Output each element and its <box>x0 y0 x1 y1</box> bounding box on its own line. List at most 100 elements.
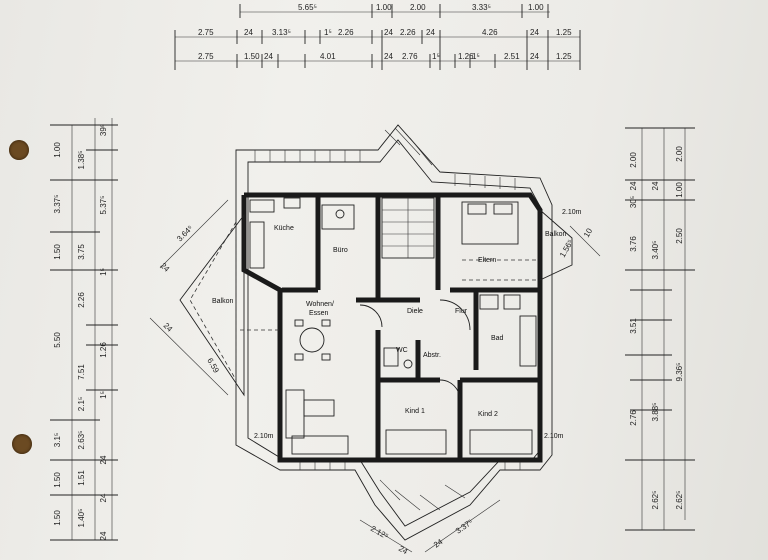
dim-left-inner-7: 24 <box>99 531 108 540</box>
dim-diag-tick-b: 24 <box>162 321 175 334</box>
dim-left-outer-3: 5.50 <box>53 332 62 348</box>
dim-diag-right-small: 10 <box>582 226 595 239</box>
dim-right-outer-3: 9.36⁵ <box>675 363 684 382</box>
room-labels: Küche Büro Eltern Balkon Balkon Wohnen/ … <box>212 209 582 440</box>
dim-left-inner-4: 1⁵ <box>99 391 108 399</box>
height-bottom-left: 2.10m <box>254 433 274 440</box>
dim-right-outer-0: 2.00 <box>675 146 684 162</box>
dim-top-2-5: 2.76 <box>402 52 418 61</box>
walls <box>241 192 543 463</box>
dim-top-0-2: 2.00 <box>410 3 426 12</box>
height-bottom-right: 2.10m <box>544 433 564 440</box>
dim-top-0-1: 1.00 <box>376 3 392 12</box>
dim-top-2-8: 1⁵ <box>472 52 480 61</box>
dim-left-inner-5: 24 <box>99 455 108 464</box>
dim-right-inner-3: 2.62⁵ <box>651 491 660 510</box>
dim-left-mid-0: 1.38⁵ <box>77 151 86 170</box>
dim-diag-bottom-d: 24 <box>432 537 445 550</box>
dim-left-mid-2: 2.26 <box>77 292 86 308</box>
dim-right-inner-2: 3.88⁵ <box>651 403 660 422</box>
room-essen: Essen <box>309 310 329 317</box>
dim-left-mid-5: 2.63⁵ <box>77 431 86 450</box>
dim-top-2-7: 1.26 <box>458 52 474 61</box>
dim-top-1-1: 24 <box>244 28 253 37</box>
dim-top-0-3: 3.33⁵ <box>472 3 491 12</box>
dim-left-outer-0: 1.00 <box>53 142 62 158</box>
dim-top-2-9: 2.51 <box>504 52 520 61</box>
room-kind2: Kind 2 <box>478 411 498 418</box>
dim-left-mid-4: 2.1⁵ <box>77 397 86 411</box>
room-abstr: Abstr. <box>423 352 441 359</box>
room-eltern: Eltern <box>478 257 496 264</box>
room-diele: Diele <box>407 308 423 315</box>
dim-top-0-4: 1.00 <box>528 3 544 12</box>
fixtures <box>249 197 538 455</box>
dim-right-mid-4: 3.51 <box>629 318 638 334</box>
dim-left-inner-2: 1⁵ <box>99 268 108 276</box>
dim-right-mid-2: 30⁵ <box>629 196 638 208</box>
dim-diag-bottom-a: 2.12⁵ <box>369 524 390 541</box>
punch-hole-bottom <box>12 434 32 454</box>
dim-top-0-0: 5.65⁵ <box>298 3 317 12</box>
dim-top-2-3: 4.01 <box>320 52 336 61</box>
dim-top-1-4: 2.26 <box>338 28 354 37</box>
dim-diag-balkon-left: 3.64⁵ <box>175 224 195 244</box>
room-flur: Flur <box>455 308 468 315</box>
room-balkon-left: Balkon <box>212 298 234 305</box>
dim-top-1-10: 1.25 <box>556 28 572 37</box>
room-kueche: Küche <box>274 225 294 232</box>
dim-right-mid-1: 24 <box>629 181 638 190</box>
dim-left-inner-0: 39⁵ <box>99 124 108 136</box>
dim-top-2-6: 1⁵ <box>432 52 440 61</box>
dim-top-1-3: 1⁵ <box>324 28 332 37</box>
dim-top-1-2: 3.13⁵ <box>272 28 291 37</box>
dim-diag-bottom-b: 3.37⁵ <box>454 517 475 535</box>
dim-diag-tick-a: 24 <box>159 261 172 274</box>
dim-left-outer-5: 1.50 <box>53 472 62 488</box>
dim-top-2-11: 1.25 <box>556 52 572 61</box>
dim-top-2-1: 1.50 <box>244 52 260 61</box>
dim-left-outer-1: 3.37⁵ <box>53 195 62 214</box>
dim-top-1-0: 2.75 <box>198 28 214 37</box>
right-dimension-chains: 2.00 24 30⁵ 3.76 3.51 2.76 24 3.40⁵ 3.88… <box>625 127 695 531</box>
dim-left-mid-6: 1.51 <box>77 470 86 486</box>
dim-diag-bottom-c: 24 <box>397 544 410 557</box>
dim-left-inner-1: 5.37⁵ <box>99 196 108 215</box>
dim-left-outer-6: 1.50 <box>53 510 62 526</box>
dim-right-mid-0: 2.00 <box>629 152 638 168</box>
dim-top-2-4: 24 <box>384 52 393 61</box>
room-bad: Bad <box>491 335 504 342</box>
dim-left-mid-3: 7.51 <box>77 364 86 380</box>
dim-top-2-2: 24 <box>264 52 273 61</box>
room-balkon-right: Balkon <box>545 231 567 238</box>
dim-diag-balkon-left-low: 6.59 <box>205 357 221 375</box>
height-top-right: 2.10m <box>562 209 582 216</box>
dim-right-outer-2: 2.50 <box>675 228 684 244</box>
dim-right-inner-0: 24 <box>651 181 660 190</box>
left-dimension-chains: 1.00 3.37⁵ 1.50 5.50 3.1⁵ 1.50 1.50 1.38… <box>50 118 118 540</box>
room-wohnen: Wohnen/ <box>306 301 334 308</box>
dim-top-1-9: 24 <box>530 28 539 37</box>
dim-right-mid-3: 3.76 <box>629 236 638 252</box>
room-kind1: Kind 1 <box>405 408 425 415</box>
dim-top-1-6: 2.26 <box>400 28 416 37</box>
dim-diag-balkon-right: 1.56⁵ <box>558 238 575 259</box>
dim-left-outer-2: 1.50 <box>53 244 62 260</box>
dim-top-1-7: 24 <box>426 28 435 37</box>
dim-right-outer-4: 2.62⁵ <box>675 491 684 510</box>
dim-top-2-10: 24 <box>530 52 539 61</box>
dim-top-1-8: 4.26 <box>482 28 498 37</box>
dim-left-inner-3: 1.26 <box>99 342 108 358</box>
dim-right-mid-5: 2.76 <box>629 410 638 426</box>
room-wc: WC <box>396 347 408 354</box>
punch-hole-top <box>9 140 29 160</box>
roof-outline <box>235 124 553 541</box>
dim-left-inner-6: 24 <box>99 493 108 502</box>
dim-left-mid-7: 1.40⁵ <box>77 509 86 528</box>
balconies <box>179 209 573 397</box>
dim-right-inner-1: 3.40⁵ <box>651 241 660 260</box>
dim-top-2-0: 2.75 <box>198 52 214 61</box>
dim-left-outer-4: 3.1⁵ <box>53 433 62 447</box>
